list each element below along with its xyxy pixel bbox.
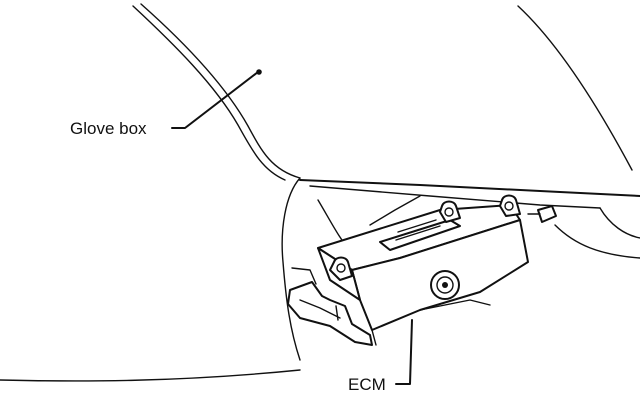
ecm-mounting-tabs [329,194,557,281]
ecm-label: ECM [348,375,386,394]
leader-lines [171,69,413,385]
dash-right-outline [517,5,640,259]
ecm-bracket [287,267,373,346]
dash-underside [299,179,640,251]
glove-box-outline [0,3,301,382]
ecm-unit [317,204,529,346]
glove-box-label: Glove box [70,119,147,138]
